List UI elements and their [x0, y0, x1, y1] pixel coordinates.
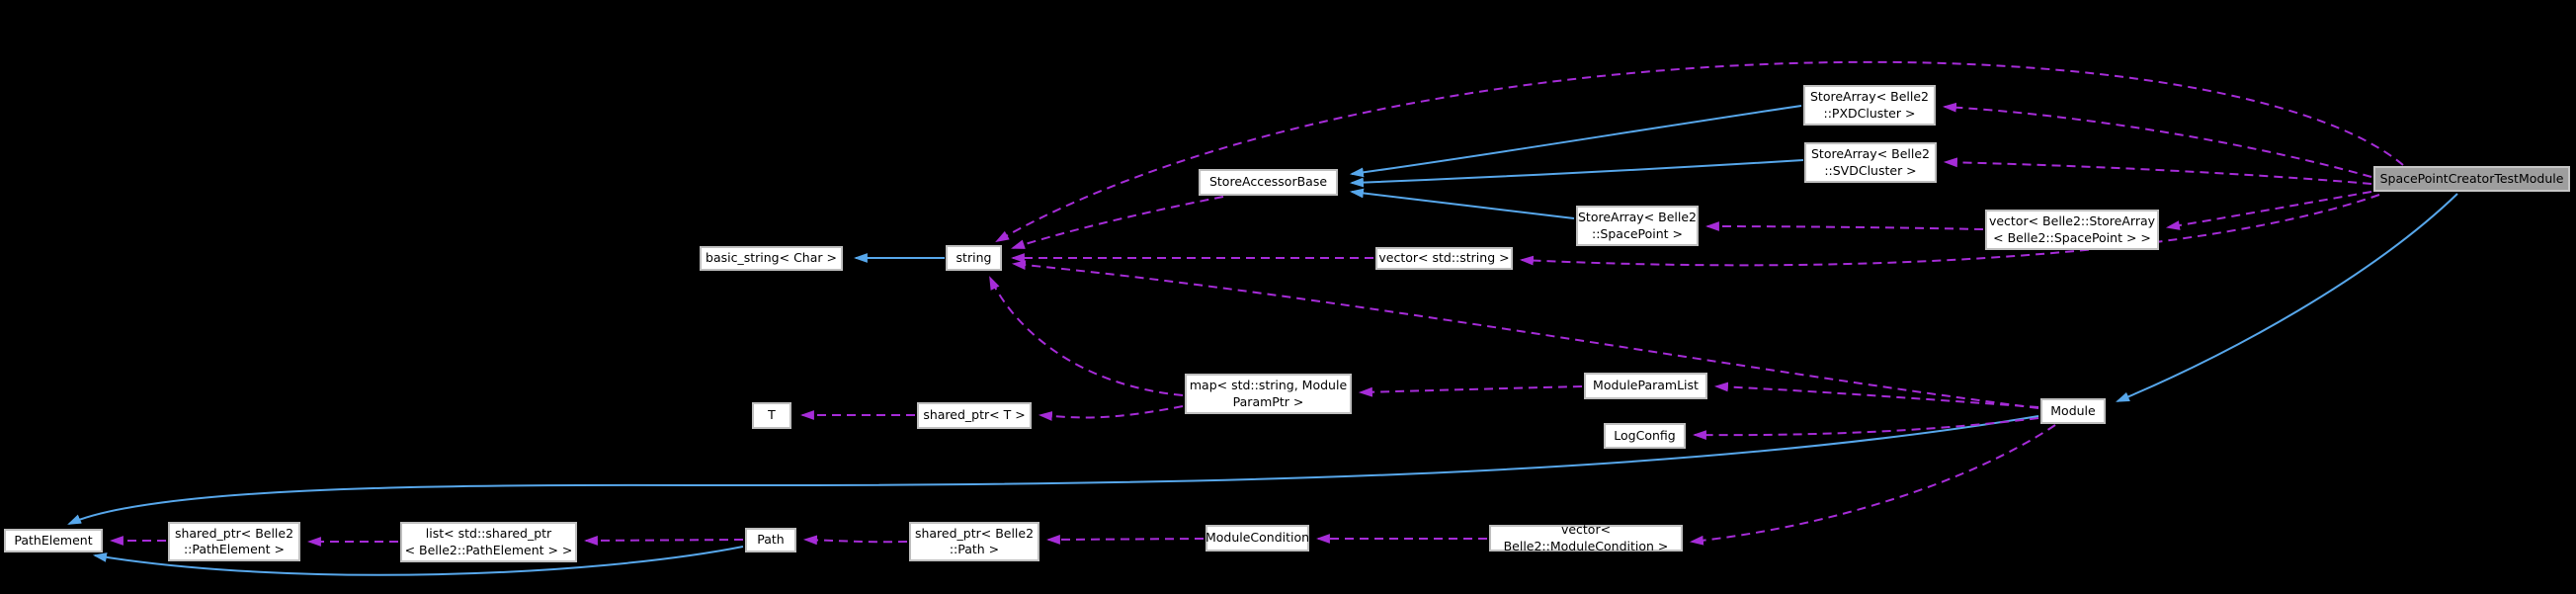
edge-spacepoint_creator_test_module-to-vector_string: [1519, 194, 2380, 267]
node-vector-storearray-spacepoint[interactable]: vector< Belle2::StoreArray < Belle2::Spa…: [1985, 210, 2159, 250]
node-vector-std-string[interactable]: vector< std::string >: [1375, 247, 1513, 270]
node-module-condition[interactable]: ModuleCondition: [1205, 525, 1309, 552]
node-vector-module-condition[interactable]: vector< Belle2::ModuleCondition >: [1489, 522, 1683, 553]
node-path[interactable]: Path: [745, 528, 796, 552]
node-shared-ptr-t[interactable]: shared_ptr< T >: [917, 402, 1032, 429]
node-map-moduleparamptr[interactable]: map< std::string, Module ParamPtr >: [1185, 374, 1352, 414]
edge-storearray_sp-to-store_accessor_base: [1349, 188, 1575, 219]
node-log-config[interactable]: LogConfig: [1604, 423, 1686, 449]
edge-module-to-module_param_list: [1713, 382, 2039, 408]
node-storearray-spacepoint[interactable]: StoreArray< Belle2 ::SpacePoint >: [1576, 206, 1699, 246]
edge-store_accessor_base-to-string: [1011, 196, 1224, 249]
edge-module-to-string: [1011, 260, 2039, 409]
edge-spacepoint_creator_test_module-to-storearray_pxd: [1942, 102, 2372, 178]
edge-storearray_svd-to-store_accessor_base: [1349, 159, 1804, 188]
edge-module-to-log_config: [1692, 417, 2039, 441]
node-string[interactable]: string: [946, 245, 1002, 271]
edge-spacepoint_creator_test_module-to-string: [995, 60, 2404, 243]
edge-map_moduleparamptr-to-shared_ptr_t: [1038, 405, 1184, 421]
node-path-element[interactable]: PathElement: [4, 529, 103, 552]
edge-path-to-list_shared_ptr_path_element: [583, 536, 744, 546]
node-module-param-list[interactable]: ModuleParamList: [1584, 373, 1707, 399]
node-spacepoint-creator-test-module[interactable]: SpacePointCreatorTestModule: [2373, 166, 2570, 192]
edge-module-to-vector_module_condition: [1689, 424, 2056, 546]
node-store-accessor-base[interactable]: StoreAccessorBase: [1199, 169, 1338, 196]
edge-path-to-path_element: [92, 546, 744, 576]
edge-storearray_pxd-to-store_accessor_base: [1349, 105, 1802, 178]
edge-map_moduleparamptr-to-string: [989, 276, 1184, 396]
node-shared-ptr-path[interactable]: shared_ptr< Belle2 ::Path >: [909, 522, 1039, 561]
node-t[interactable]: T: [752, 402, 791, 429]
node-list-shared-ptr-path-element[interactable]: list< std::shared_ptr < Belle2::PathElem…: [400, 522, 577, 562]
edge-module-to-path_element: [67, 415, 2039, 525]
node-storearray-pxdcluster[interactable]: StoreArray< Belle2 ::PXDCluster >: [1803, 85, 1936, 126]
edge-vector_storearray_sp-to-storearray_sp: [1704, 221, 1984, 231]
edge-module_param_list-to-map_moduleparamptr: [1358, 385, 1583, 397]
node-module[interactable]: Module: [2040, 398, 2106, 424]
edge-spacepoint_creator_test_module-to-storearray_svd: [1943, 157, 2372, 185]
edge-spacepoint_creator_test_module-to-module: [2116, 193, 2458, 402]
edge-spacepoint_creator_test_module-to-vector_storearray_sp: [2165, 191, 2372, 230]
edge-shared_ptr_path-to-path: [802, 535, 908, 546]
node-storearray-svdcluster[interactable]: StoreArray< Belle2 ::SVDCluster >: [1804, 142, 1937, 183]
node-shared-ptr-path-element[interactable]: shared_ptr< Belle2 ::PathElement >: [168, 522, 300, 561]
edge-module_condition-to-shared_ptr_path: [1045, 535, 1205, 545]
node-basic_string[interactable]: basic_string< Char >: [700, 246, 843, 271]
